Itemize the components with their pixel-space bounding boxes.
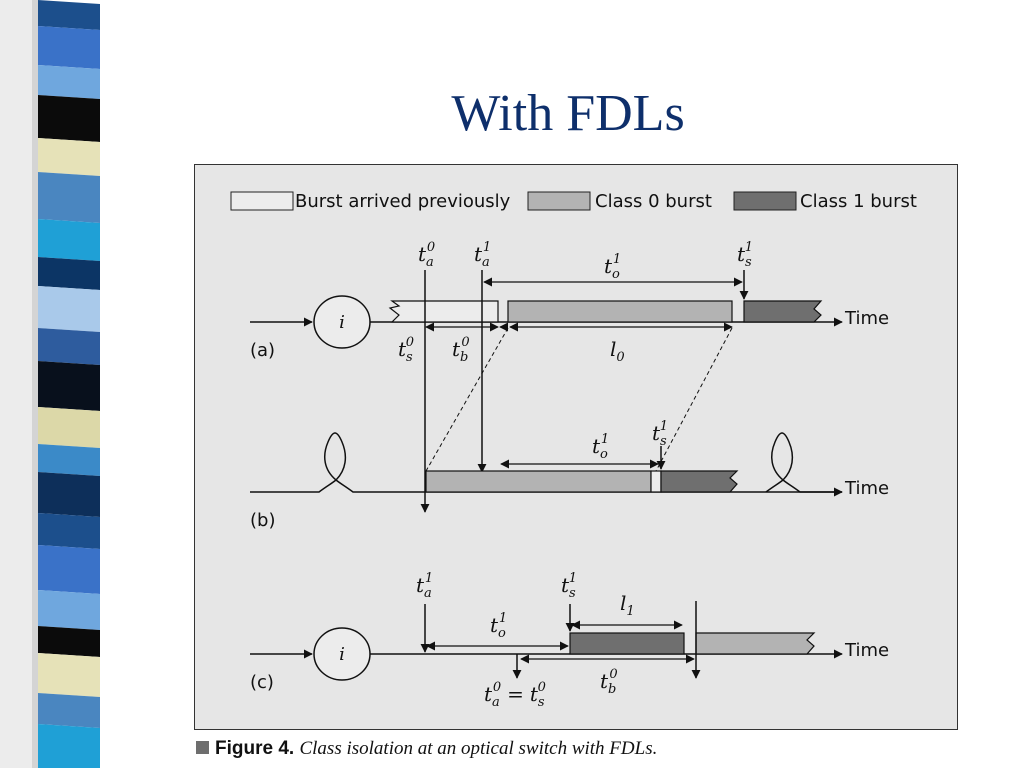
- to1-label-a: to1: [604, 252, 621, 282]
- legend-swatch-class0: [527, 191, 591, 211]
- stripe-band: [38, 361, 100, 411]
- to1-label-b: to1: [592, 432, 609, 462]
- ta0-label: ta0: [418, 240, 435, 270]
- time-label-c: Time: [844, 640, 889, 661]
- stripe-band: [38, 545, 100, 594]
- gap-b: [650, 470, 662, 493]
- ta1-label-c: ta1: [416, 571, 433, 601]
- tb0-label-a: tb0: [452, 335, 470, 365]
- stripe-band: [38, 513, 100, 549]
- stripe-band: [38, 653, 100, 697]
- stripe-band: [38, 219, 100, 261]
- l1-label-c: l1: [620, 591, 635, 619]
- slide-title: With FDLs: [451, 85, 685, 142]
- legend-label-class0: Class 0 burst: [595, 191, 712, 212]
- fdl-loop-left: [250, 432, 842, 493]
- panel-c: i Time (c) ta1 ts1 l1 to1 tb0 ta0=ts0: [250, 571, 889, 710]
- legend-label-previous: Burst arrived previously: [295, 191, 511, 212]
- stripe-band: [38, 0, 100, 30]
- time-label-a: Time: [844, 308, 889, 329]
- stripe-band: [38, 472, 100, 517]
- stripe-band: [38, 724, 100, 768]
- stripe-band: [38, 590, 100, 630]
- stripe-band: [38, 257, 100, 290]
- panel-b: Time (b) to1 ts1: [250, 419, 889, 531]
- stripe-band: [38, 407, 100, 448]
- stripe-band: [38, 328, 100, 365]
- burst-class1-c: [569, 632, 685, 655]
- tb0-label-c: tb0: [600, 667, 618, 697]
- l0-label-a: l0: [610, 337, 625, 365]
- stripe-band: [38, 26, 100, 69]
- burst-class0-c: [695, 632, 816, 655]
- figure-caption: Figure 4. Class isolation at an optical …: [196, 738, 657, 760]
- node-c-label: i: [339, 644, 345, 665]
- caption-label: Figure 4.: [215, 738, 295, 759]
- panel-label-b: (b): [250, 510, 275, 531]
- caption-square-icon: [196, 741, 209, 754]
- figure-diagram: Burst arrived previously Class 0 burst C…: [194, 164, 958, 730]
- legend: Burst arrived previously Class 0 burst C…: [230, 191, 917, 212]
- node-a-label: i: [339, 312, 345, 333]
- stripe-band: [38, 65, 100, 99]
- legend-swatch-previous: [230, 191, 294, 211]
- ts1-label-c: ts1: [561, 571, 577, 601]
- stripe-band: [38, 286, 100, 332]
- burst-previous-a: [388, 300, 499, 323]
- burst-class1-b: [660, 470, 739, 493]
- stripe-band: [38, 172, 100, 223]
- stripe-band: [38, 138, 100, 176]
- ts1-label-b: ts1: [652, 419, 668, 449]
- ta0-eq-ts0-label: ta0=ts0: [484, 680, 546, 710]
- ts0-label-a: ts0: [398, 335, 414, 365]
- burst-class1-a: [743, 300, 823, 323]
- panel-a: i Time (a) ta0 ta1 to1 ts1 ts0 tb0 l0: [250, 240, 889, 513]
- to1-label-c: to1: [490, 611, 507, 641]
- stripe-band: [38, 444, 100, 476]
- panel-label-c: (c): [250, 672, 274, 693]
- burst-class0-a: [507, 300, 733, 323]
- panel-label-a: (a): [250, 340, 275, 361]
- ts1-label-a: ts1: [737, 240, 753, 270]
- time-label-b: Time: [844, 478, 889, 499]
- legend-swatch-class1: [733, 191, 797, 211]
- caption-text: Class isolation at an optical switch wit…: [299, 738, 658, 759]
- fdl-loop-right: [765, 432, 843, 497]
- ta1-label: ta1: [474, 240, 491, 270]
- stripe-band: [38, 626, 100, 657]
- dashed-projection-right: [655, 327, 733, 472]
- stripe-band: [38, 693, 100, 728]
- decorative-stripe: [0, 0, 115, 768]
- burst-class0-b: [425, 470, 652, 493]
- stripe-band: [38, 95, 100, 142]
- legend-label-class1: Class 1 burst: [800, 191, 917, 212]
